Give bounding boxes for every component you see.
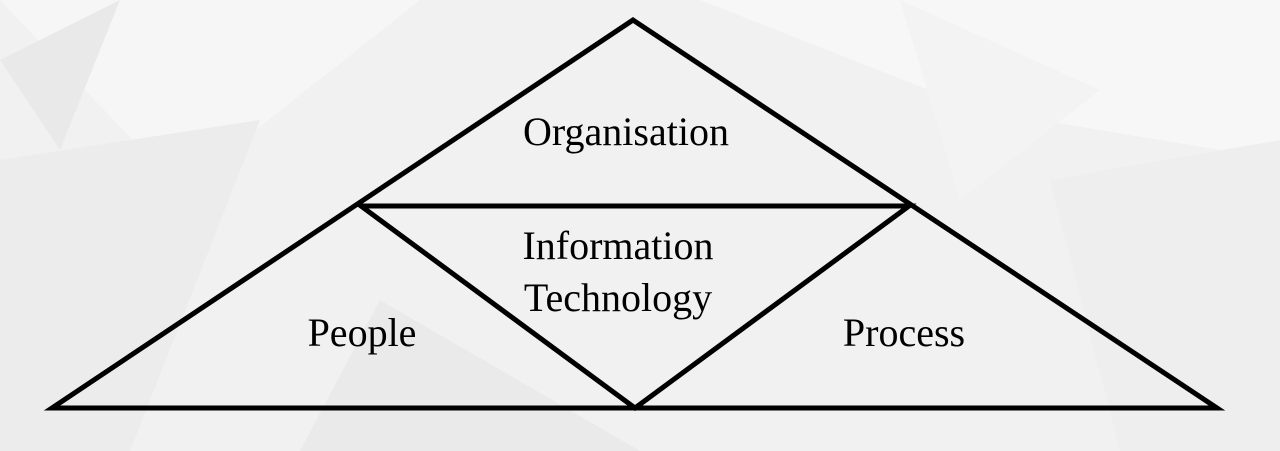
it-label-line-2: Technology <box>523 275 713 320</box>
section-organisation-label: Organisation <box>523 109 729 154</box>
section-process-label: Process <box>842 310 966 355</box>
inner-triangle <box>353 203 917 412</box>
section-people-label: People <box>307 310 417 355</box>
it-label-line-1: Information <box>522 223 714 268</box>
section-information-technology-label: Information Technology <box>468 220 768 324</box>
